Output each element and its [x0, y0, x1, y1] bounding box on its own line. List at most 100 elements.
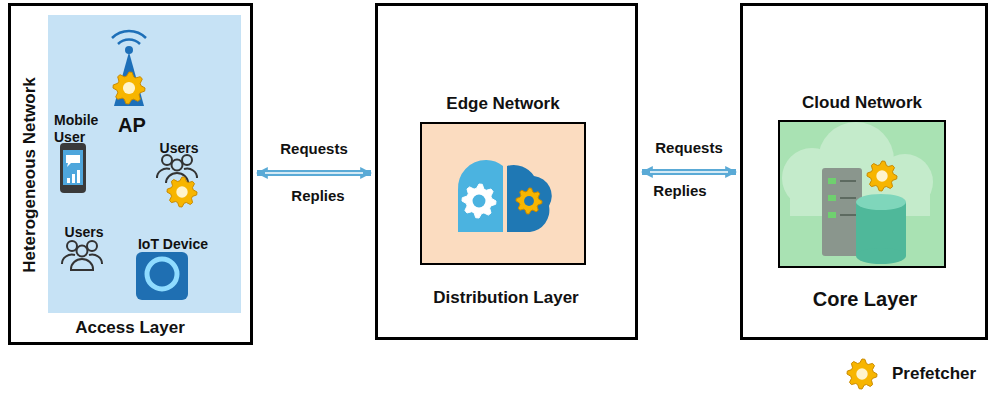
- users-icon-part: [77, 246, 88, 257]
- node-text-wrap: Heterogeneous Network: [20, 35, 40, 315]
- edge-label: Requests: [280, 140, 348, 158]
- users-icon: [62, 241, 102, 270]
- cloud-server-icon-part: [877, 154, 933, 210]
- phone-icon-part: [72, 174, 75, 183]
- prefetcher-gears-part-part: [867, 161, 897, 191]
- cloud-server-icon-part: [828, 178, 836, 184]
- arrow-caption: Replies: [291, 187, 344, 205]
- cloud-server-icon-part: [828, 212, 836, 218]
- layer-box: Cloud NetworkCore Layer: [740, 3, 988, 340]
- node-text: Distribution Layer: [433, 288, 578, 308]
- legend-text: Prefetcher: [892, 364, 976, 384]
- node-text: Edge Network: [446, 94, 559, 114]
- antenna-icon-part: [112, 31, 146, 38]
- cloud-server-icon-part: [840, 214, 856, 216]
- edge-icon-part: [458, 160, 503, 232]
- cloud-server-icon-part: [840, 180, 856, 182]
- node-text-wrap: Core Layer: [755, 287, 975, 313]
- arrow-caption: Replies: [653, 182, 706, 200]
- node-text-wrap: AP: [102, 113, 162, 139]
- prefetcher-gears-part-part: [176, 186, 187, 197]
- cloud-server-icon-part: [856, 202, 906, 256]
- arrow-line-gap: [265, 172, 363, 174]
- cloud-server-icon-part: [818, 122, 894, 198]
- node-text-wrap: Mobile User: [54, 112, 110, 146]
- node-text-wrap: Users: [49, 223, 119, 241]
- users-icon-part: [182, 155, 192, 165]
- cloud-server-icon-part: [790, 180, 930, 216]
- prefetcher-gears-part-part: [113, 72, 145, 104]
- arrow-line: [642, 169, 736, 175]
- phone-icon-part: [66, 155, 80, 167]
- node-text-wrap: Access Layer: [20, 318, 240, 338]
- arrow-caption-wrap: Replies: [263, 187, 373, 205]
- phone-icon-part: [67, 178, 70, 183]
- edge-label-wrap: Requests: [634, 139, 744, 157]
- users-icon-part: [62, 255, 75, 264]
- cloud-server-icon-part: [822, 168, 862, 256]
- cloud-server-icon: [782, 122, 933, 264]
- cloud-server-icon-part: [840, 197, 856, 199]
- prefetcher-gears-part-part: [524, 196, 534, 206]
- prefetcher-gears-part-part: [516, 188, 542, 214]
- prefetcher-gears-part-part: [876, 170, 887, 181]
- prefetcher-gears: [113, 72, 897, 389]
- cloud-server-icon-part: [856, 248, 906, 264]
- prefetcher-gears-part-part: [462, 184, 496, 218]
- node-text-wrap: Edge Network: [403, 94, 603, 114]
- node-text-wrap: Cloud Network: [762, 93, 962, 113]
- prefetcher-gears-part-part: [856, 368, 867, 379]
- phone-icon-part: [63, 150, 83, 185]
- node-text: Users: [65, 224, 104, 241]
- layer-box: Edge NetworkDistribution Layer: [375, 3, 638, 340]
- arrow-line-gap: [650, 171, 728, 173]
- cloud-server-icon-part: [782, 148, 842, 208]
- node-text-wrap: Users: [144, 139, 214, 157]
- cloud-network-box: Cloud Network: [778, 120, 946, 268]
- prefetcher-gears-part: [867, 161, 897, 191]
- phone-icon: [60, 143, 86, 193]
- edge-network-box: Edge Network: [420, 122, 586, 265]
- users-icon-part: [71, 259, 93, 270]
- node-text: Mobile User: [54, 112, 110, 146]
- prefetcher-gears-part-part: [167, 177, 197, 207]
- double-arrow: [257, 173, 371, 174]
- phone-icon-part: [77, 170, 80, 183]
- node-text: AP: [118, 113, 146, 137]
- edge-icon: [458, 160, 552, 232]
- double-arrow: [642, 172, 736, 173]
- users-icon-part: [67, 241, 77, 251]
- legend-text-wrap: Prefetcher: [892, 364, 992, 384]
- users-icon: [157, 155, 197, 183]
- node-text: Cloud Network: [802, 93, 922, 113]
- node-text-wrap: IoT Device: [123, 235, 223, 253]
- node-text: Users: [160, 140, 199, 157]
- prefetcher-gears-part: [516, 188, 542, 214]
- antenna-icon: [112, 31, 146, 106]
- iot-device-icon-part: [136, 252, 188, 300]
- iot-device-icon-part: [147, 259, 177, 289]
- iot-device-icon: [136, 252, 188, 300]
- antenna-icon-part: [118, 40, 140, 44]
- antenna-icon-part: [125, 46, 133, 54]
- phone-icon-part: [60, 143, 86, 193]
- prefetcher-gears-part-part: [473, 195, 486, 208]
- network-panel: APMobile UserUsersUsersIoT Device: [48, 15, 241, 313]
- arrow-caption-wrap: Replies: [625, 182, 735, 200]
- users-icon-part: [172, 160, 183, 171]
- users-icon-part: [157, 169, 170, 178]
- node-text: Core Layer: [813, 287, 918, 311]
- edge-icon-part: [507, 165, 552, 232]
- users-icon-part: [166, 173, 188, 183]
- edge-label: Requests: [655, 139, 723, 157]
- node-text: Heterogeneous Network: [20, 77, 40, 273]
- users-icon-part: [184, 169, 197, 178]
- arrow-line: [257, 170, 371, 176]
- antenna-icon-part: [114, 52, 144, 106]
- users-icon-part: [89, 255, 102, 264]
- layer-box: APMobile UserUsersUsersIoT DeviceHeterog…: [8, 3, 253, 345]
- node-text: Access Layer: [75, 318, 185, 338]
- cloud-server-icon-part: [856, 194, 906, 210]
- users-icon-part: [162, 155, 172, 165]
- edge-label-wrap: Requests: [259, 140, 369, 158]
